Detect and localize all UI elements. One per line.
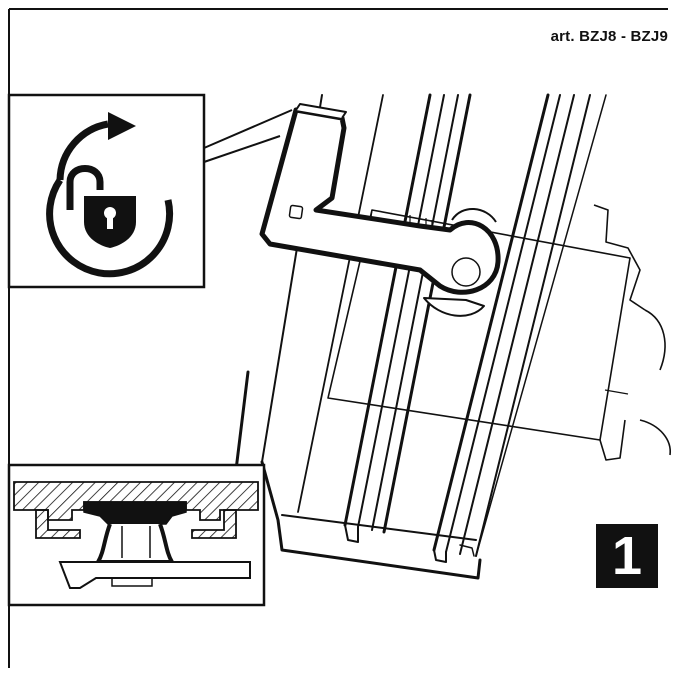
model-label: art. BZJ8 - BZJ9 — [550, 28, 668, 45]
latch-cross-section — [7, 463, 266, 607]
step-number-badge: 1 — [596, 524, 658, 588]
latch-lever — [259, 103, 501, 317]
slide-rail-assembly — [234, 93, 607, 580]
unlock-rotate-icon — [46, 112, 174, 278]
